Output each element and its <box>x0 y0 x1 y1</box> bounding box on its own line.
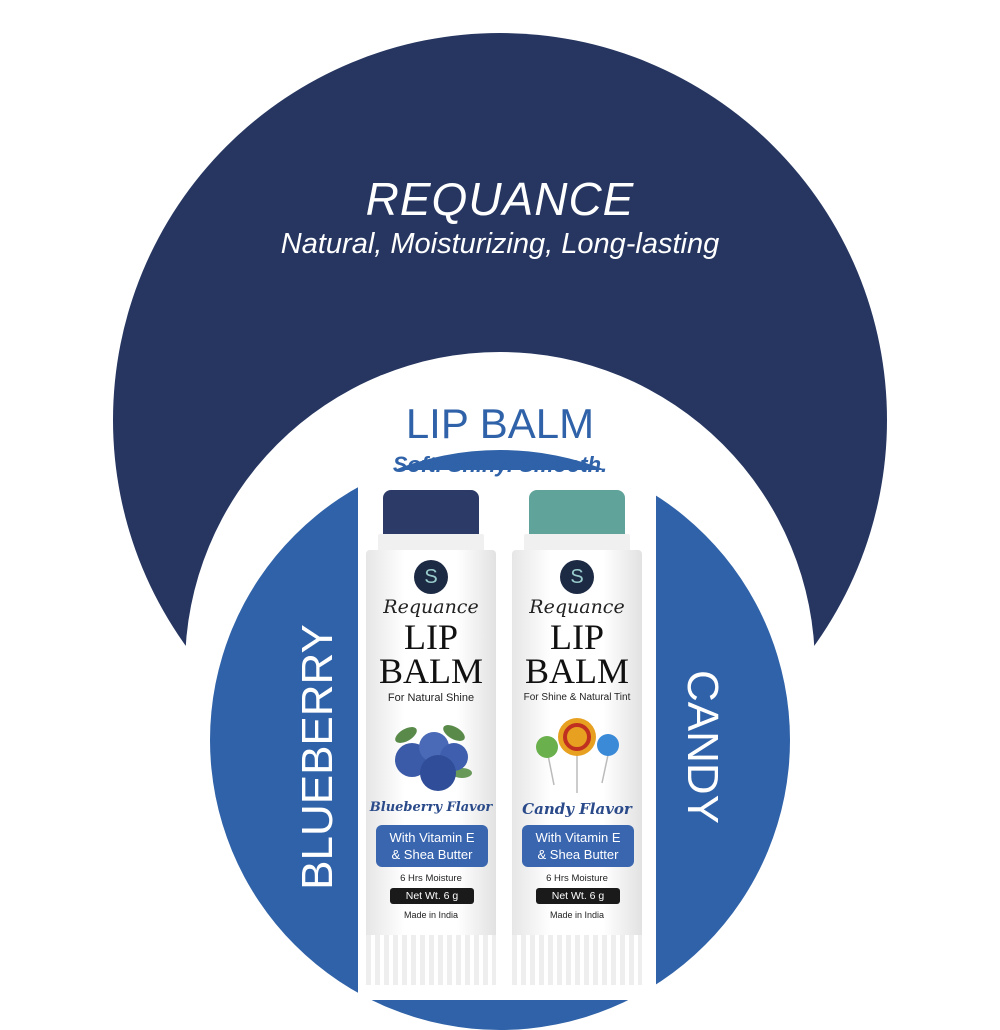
tube-brand: Requance <box>383 596 479 618</box>
tube-title-line1: LIP <box>404 617 458 657</box>
net-weight-badge: Net Wt. 6 g <box>536 888 620 904</box>
brand-name: REQUANCE <box>365 173 635 225</box>
tube-title-line2: BALM <box>524 651 629 691</box>
balm-stick <box>383 490 479 538</box>
vitamin-badge: With Vitamin E & Shea Butter <box>522 825 634 867</box>
tube-subtitle: For Shine & Natural Tint <box>523 692 631 703</box>
tagline: Natural, Moisturizing, Long-lasting <box>280 228 720 260</box>
candy-label: CANDY <box>678 669 727 825</box>
brand-logo-icon: S <box>414 560 448 594</box>
flavor-label: Candy Flavor <box>522 800 632 818</box>
vitamin-line1: With Vitamin E <box>535 830 621 845</box>
blueberries-illustration <box>395 725 472 791</box>
origin-label: Made in India <box>549 910 605 920</box>
product-title: LIP BALM <box>405 400 595 447</box>
vitamin-badge: With Vitamin E & Shea Butter <box>376 825 488 867</box>
brand-logo-icon: S <box>560 560 594 594</box>
vitamin-line2: & Shea Butter <box>537 847 619 862</box>
lollipops-illustration <box>536 718 619 793</box>
moisture-label: 6 Hrs Moisture <box>400 873 462 884</box>
balm-stick <box>529 490 625 538</box>
product-slogan: Soft. Shiny. Smooth. <box>392 452 608 477</box>
tube-title-line2: BALM <box>378 651 483 691</box>
tube-subtitle: For Natural Shine <box>387 692 475 704</box>
tube-collar <box>524 534 630 552</box>
tube-collar <box>378 534 484 552</box>
origin-label: Made in India <box>403 910 459 920</box>
net-weight-badge: Net Wt. 6 g <box>390 888 474 904</box>
tube-base <box>366 935 496 985</box>
vitamin-line1: With Vitamin E <box>389 830 475 845</box>
blueberry-label: BLUEBERRY <box>293 624 342 890</box>
moisture-label: 6 Hrs Moisture <box>546 873 608 884</box>
tube-base <box>512 935 642 985</box>
vitamin-line2: & Shea Butter <box>391 847 473 862</box>
flavor-label: Blueberry Flavor <box>369 800 493 815</box>
tube-brand: Requance <box>529 596 625 618</box>
tube-title-line1: LIP <box>550 617 604 657</box>
